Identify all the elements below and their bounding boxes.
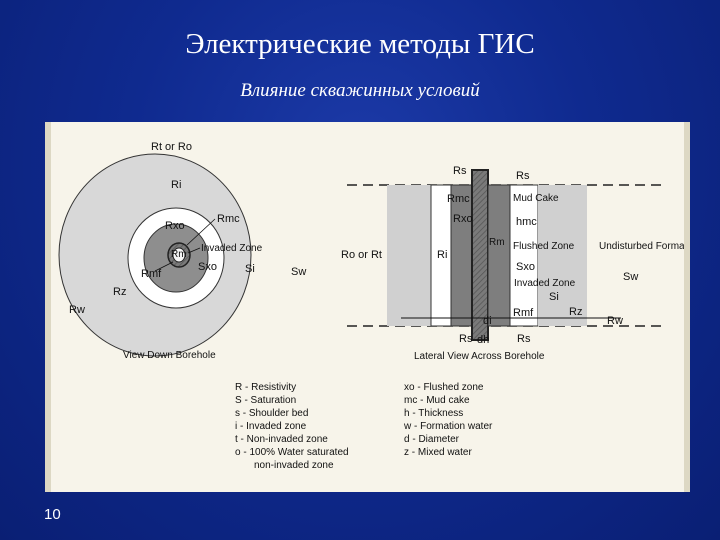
label-ro-or-rt: Ro or Rt: [341, 249, 382, 261]
legend-right-item: mc - Mud cake: [404, 395, 470, 406]
label-rxo: Rxo: [165, 220, 185, 232]
label-rs-bottom-left: Rs: [459, 333, 473, 345]
label-rs-bottom-right: Rs: [517, 333, 531, 345]
label-sw-lateral: Sw: [623, 271, 638, 283]
page-title: Электрические методы ГИС: [185, 28, 535, 60]
label-di: di: [483, 315, 492, 327]
legend-left-item: o - 100% Water saturated: [235, 447, 349, 458]
label-rw: Rw: [69, 304, 85, 316]
legend-right: xo - Flushed zone mc - Mud cake h - Thic…: [403, 382, 493, 458]
legend-left-item: s - Shoulder bed: [235, 408, 308, 419]
label-mud-cake: Mud Cake: [513, 193, 559, 204]
legend-right-item: z - Mixed water: [404, 447, 472, 458]
caption-view-down: View Down Borehole: [123, 350, 216, 361]
label-hmc: hmc: [516, 216, 537, 228]
label-rmc-lateral: Rmc: [447, 193, 470, 205]
left-undisturbed-bed: [387, 185, 431, 326]
legend-left-item: S - Saturation: [235, 395, 296, 406]
label-rm: Rm: [171, 249, 187, 260]
label-rmf-lateral: Rmf: [513, 307, 534, 319]
legend-left: R - Resistivity S - Saturation s - Shoul…: [235, 382, 349, 471]
label-rmc: Rmc: [217, 213, 240, 225]
label-rz-lateral: Rz: [569, 306, 582, 318]
label-rw-lateral: Rw: [607, 315, 623, 327]
legend-right-item: h - Thickness: [404, 408, 463, 419]
label-rmf: Rmf: [141, 268, 162, 280]
label-rxo-lateral: Rxo: [453, 213, 473, 225]
right-invaded-bed: [509, 184, 539, 327]
label-si: Si: [245, 263, 255, 275]
label-sxo: Sxo: [198, 261, 217, 273]
pointer-invaded-zone: [187, 247, 201, 254]
left-flushed-bed: [450, 184, 473, 327]
label-sw: Sw: [291, 266, 306, 278]
label-rs-left: Rs: [453, 165, 467, 177]
diagram-panel: Rt or Ro Ri Rmc Rxo Rm Invaded Zone Sxo …: [45, 122, 690, 492]
borehole-mud: [172, 247, 186, 263]
label-rm-lateral: Rm: [489, 237, 505, 248]
legend-left-item: non-invaded zone: [254, 460, 334, 471]
legend-left-item: i - Invaded zone: [235, 421, 307, 432]
label-ri-lateral: Ri: [437, 249, 447, 261]
label-dh: dh: [477, 334, 489, 346]
page-subtitle: Влияние скважинных условий: [240, 80, 480, 101]
pointer-rmc: [186, 218, 216, 246]
page-number: 10: [44, 506, 61, 523]
legend-left-item: R - Resistivity: [235, 382, 296, 393]
caption-lateral-view: Lateral View Across Borehole: [414, 351, 545, 362]
label-invaded-zone-lateral: Invaded Zone: [514, 278, 576, 289]
label-si-lateral: Si: [549, 291, 559, 303]
label-rt-or-ro: Rt or Ro: [151, 141, 192, 153]
right-undisturbed-bed: [538, 185, 587, 326]
legend-left-item: t - Non-invaded zone: [235, 434, 328, 445]
label-rz: Rz: [113, 286, 126, 298]
borehole-diagram: Rt or Ro Ri Rmc Rxo Rm Invaded Zone Sxo …: [58, 141, 684, 471]
label-sxo-lateral: Sxo: [516, 261, 535, 273]
label-flushed-zone: Flushed Zone: [513, 241, 575, 252]
right-flushed-bed: [487, 184, 511, 327]
label-invaded-zone: Invaded Zone: [201, 243, 263, 254]
legend-right-item: w - Formation water: [403, 421, 493, 432]
label-undisturbed-formation: Undisturbed Formation: [599, 241, 684, 252]
label-rs-right: Rs: [516, 170, 530, 182]
pointer-rmf: [154, 261, 174, 272]
label-ri: Ri: [171, 179, 181, 191]
legend-right-item: xo - Flushed zone: [404, 382, 484, 393]
legend-right-item: d - Diameter: [404, 434, 460, 445]
